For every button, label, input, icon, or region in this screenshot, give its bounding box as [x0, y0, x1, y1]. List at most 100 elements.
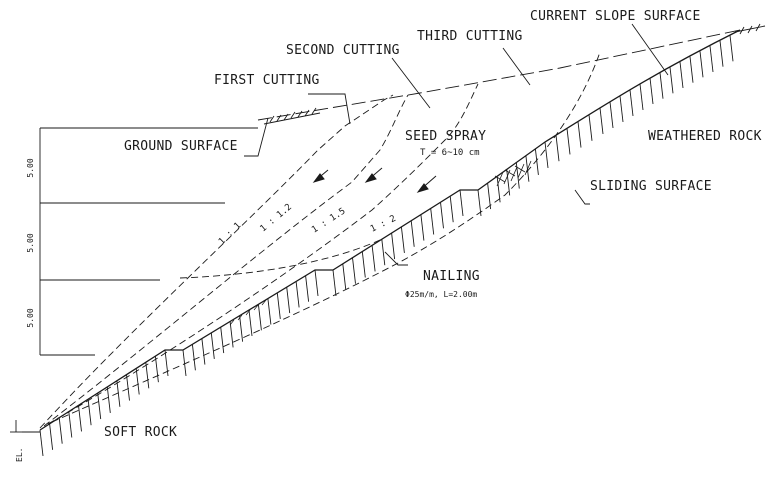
rock-tick: [201, 338, 206, 365]
rock-tick: [126, 374, 130, 401]
rock-tick: [544, 141, 549, 169]
sliding-hatch: [494, 160, 532, 187]
rock-tick: [257, 304, 262, 331]
rock-tick: [371, 245, 376, 272]
leader-current-slope: [631, 23, 669, 76]
rock-tick: [191, 344, 196, 371]
rock-tick: [49, 423, 54, 450]
elevation-marker: [10, 420, 40, 433]
rock-tick: [248, 309, 253, 337]
label-second-cutting: SECOND CUTTING: [286, 43, 400, 58]
slope-ratio-first: 1 : 1: [217, 221, 243, 247]
rock-tick: [154, 356, 159, 383]
leader-nailing: [384, 251, 408, 266]
rock-tick: [729, 35, 734, 62]
fourth-cutting-profile: [51, 51, 601, 423]
rock-tick: [182, 349, 187, 377]
bench-dashed-line: [179, 239, 381, 279]
label-third-cutting: THIRD CUTTING: [417, 29, 523, 44]
rock-tick: [669, 67, 674, 94]
lower-hatch: [229, 299, 267, 326]
dimension-bottom: 5.00: [26, 308, 35, 327]
rock-tick: [164, 349, 169, 377]
rock-tick: [305, 275, 310, 302]
rock-tick: [588, 114, 593, 141]
dimension-lines: [39, 127, 258, 356]
slope-ratio-second: 1 : 1.2: [259, 202, 294, 234]
leader-second-cutting: [391, 57, 431, 109]
rock-tick: [68, 411, 73, 438]
rock-tick: [145, 362, 150, 389]
label-current-slope-surface: CURRENT SLOPE SURFACE: [530, 9, 701, 24]
rock-tick: [440, 202, 444, 229]
ground-hatch-right: [734, 23, 766, 35]
rock-tick: [689, 56, 694, 83]
rock-tick: [286, 287, 291, 314]
rock-tick: [555, 135, 560, 162]
rock-tick: [332, 269, 337, 297]
label-sliding-surface: SLIDING SURFACE: [590, 179, 712, 194]
label-weathered-rock: WEATHERED ROCK: [648, 129, 762, 144]
rock-tick: [649, 77, 654, 105]
rock-tick: [629, 89, 634, 117]
rock-tick: [210, 332, 215, 359]
seed-spray-arrows: [312, 167, 437, 193]
leader-lines: [244, 23, 669, 266]
rock-tick: [410, 220, 415, 247]
rock-tick: [719, 40, 724, 67]
rock-tick: [381, 239, 386, 266]
rock-tick: [599, 107, 604, 135]
rock-tick: [506, 169, 511, 196]
rock-tick: [609, 101, 614, 129]
rock-tick: [295, 281, 300, 308]
rock-tick: [449, 196, 454, 223]
rock-tick: [58, 417, 63, 444]
rock-tick: [276, 292, 281, 319]
label-first-cutting: FIRST CUTTING: [214, 73, 320, 88]
rock-tick: [106, 386, 111, 413]
rock-tick: [342, 263, 347, 290]
rock-tick: [400, 226, 405, 253]
rock-tick: [420, 214, 425, 241]
rock-tick: [430, 208, 435, 235]
rock-tick: [78, 405, 82, 432]
rock-tick: [314, 269, 319, 297]
label-soft-rock: SOFT ROCK: [104, 425, 177, 440]
rock-tick: [459, 189, 464, 217]
leader-third-cutting: [502, 47, 531, 86]
rock-tick: [496, 176, 501, 203]
rock-tick: [87, 399, 92, 426]
rock-tick: [229, 321, 234, 348]
current-slope-line: [257, 29, 741, 121]
rock-tick: [709, 45, 714, 73]
rock-tick: [239, 315, 244, 342]
rock-tick: [699, 51, 704, 78]
label-nailing-spec: Φ25m/m, L=2.00m: [405, 290, 477, 299]
rock-tick: [361, 251, 366, 278]
rock-tick: [135, 368, 140, 395]
elevation-label: EL.: [15, 448, 24, 462]
rock-tick: [566, 128, 571, 155]
label-seed-spray-thickness: T = 6~10 cm: [420, 148, 480, 158]
rock-surface-line: [39, 29, 741, 431]
rock-tick: [534, 148, 539, 175]
rock-tick: [220, 327, 225, 354]
rock-tick: [679, 61, 684, 89]
rock-tick: [619, 95, 624, 123]
second-cutting-profile: [43, 94, 409, 427]
rock-tick: [487, 183, 492, 210]
leader-sliding-surface: [574, 189, 590, 205]
rock-tick: [267, 298, 272, 325]
label-nailing: NAILING: [423, 269, 480, 284]
dimension-middle: 5.00: [26, 233, 35, 252]
third-cutting-profile: [47, 83, 479, 425]
rock-tick: [391, 233, 396, 260]
rock-tick: [352, 257, 356, 284]
rock-tick: [477, 189, 482, 217]
dimension-top: 5.00: [26, 158, 35, 177]
leader-first-cutting: [308, 93, 351, 125]
ground-hatch-left: [263, 107, 321, 125]
label-ground-surface: GROUND SURFACE: [124, 139, 238, 154]
first-cutting-profile: [39, 94, 394, 429]
